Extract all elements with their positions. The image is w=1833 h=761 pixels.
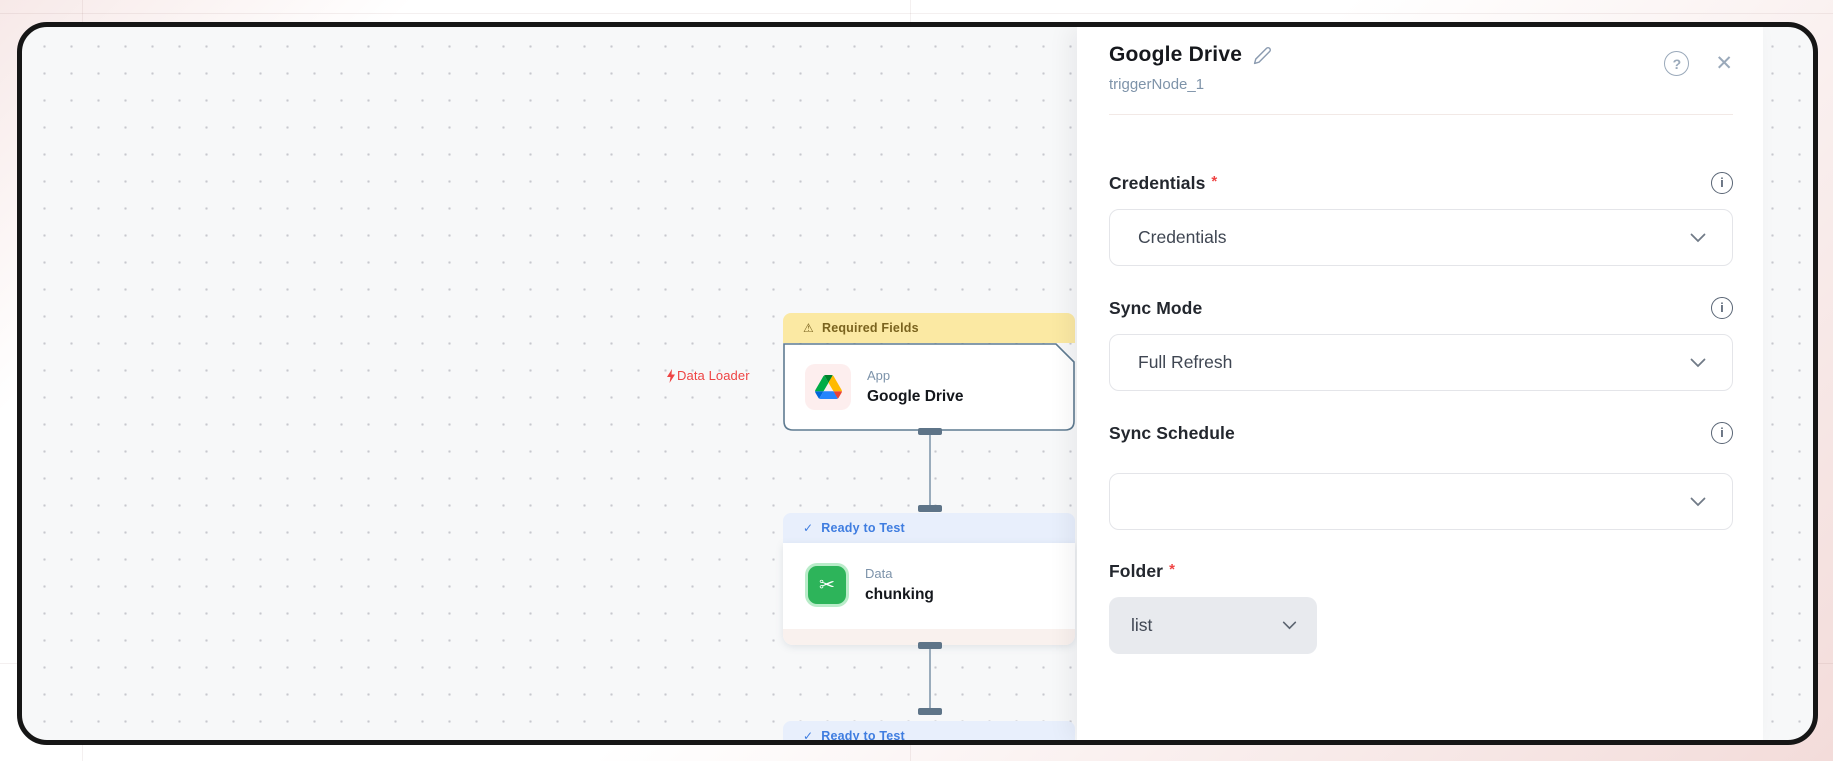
node-category: App [867, 368, 891, 383]
node-card-outline [783, 343, 1075, 431]
connector-handle[interactable] [918, 642, 942, 649]
field-sync-schedule: Sync Schedule i [1109, 422, 1733, 530]
edit-pencil-icon[interactable] [1253, 46, 1272, 65]
folder-select[interactable]: list [1109, 597, 1317, 654]
node-google-drive[interactable]: ⚠ Required Fields [783, 313, 1075, 431]
node-category: Data [865, 566, 893, 581]
check-icon: ✓ [803, 729, 814, 743]
background-grid-line [0, 13, 1833, 14]
field-folder: Folder * list [1109, 561, 1733, 654]
close-icon[interactable]: ✕ [1715, 52, 1733, 75]
required-marker: * [1211, 172, 1218, 190]
node-bottom-partial[interactable]: ✓ Ready to Test [783, 721, 1075, 743]
info-icon[interactable]: i [1711, 172, 1733, 194]
node-title: chunking [865, 586, 934, 603]
required-marker: * [1169, 561, 1175, 578]
connector-line [929, 646, 931, 711]
node-id-label: triggerNode_1 [1109, 76, 1205, 93]
info-icon[interactable]: i [1711, 297, 1733, 319]
select-value: Credentials [1138, 227, 1227, 247]
connector-handle[interactable] [918, 708, 942, 715]
chevron-down-icon [1690, 497, 1706, 506]
field-label: Sync Schedule [1109, 422, 1235, 443]
field-sync-mode: Sync Mode i Full Refresh [1109, 297, 1733, 391]
chevron-down-icon [1282, 621, 1297, 630]
badge-label: Required Fields [821, 321, 919, 335]
field-label: Folder [1109, 561, 1164, 581]
edge-label-text: Data Loader [677, 368, 750, 383]
chevron-down-icon [1690, 358, 1706, 367]
google-drive-icon [805, 364, 851, 410]
warning-icon: ⚠ [803, 321, 814, 335]
required-fields-badge: ⚠ Required Fields [783, 313, 1075, 343]
sync-schedule-select[interactable] [1109, 473, 1733, 530]
scissors-icon: ✂ [808, 566, 846, 604]
connector-handle[interactable] [918, 505, 942, 512]
chunking-icon-ring: ✂ [805, 563, 849, 607]
node-chunking[interactable]: ✓ Ready to Test ✂ Data chunking [783, 513, 1075, 645]
node-card-chunking[interactable]: ✂ Data chunking [783, 543, 1075, 645]
info-icon[interactable]: i [1711, 422, 1733, 444]
node-card-google-drive[interactable]: App Google Drive [783, 343, 1075, 431]
select-value: list [1131, 615, 1153, 635]
connector-line [929, 431, 931, 508]
lightning-icon [667, 368, 675, 383]
ready-to-test-badge: ✓ Ready to Test [783, 721, 1075, 743]
workflow-canvas[interactable]: Data Loader ⚠ Required Fields [17, 22, 1818, 745]
node-properties-panel: Google Drive triggerNode_1 ? ✕ [1077, 27, 1763, 740]
edge-label-data-loader[interactable]: Data Loader [666, 368, 750, 383]
header-divider [1109, 114, 1733, 115]
ready-to-test-badge: ✓ Ready to Test [783, 513, 1075, 543]
credentials-select[interactable]: Credentials [1109, 209, 1733, 266]
panel-title: Google Drive [1109, 43, 1243, 66]
sync-mode-select[interactable]: Full Refresh [1109, 334, 1733, 391]
check-icon: ✓ [803, 521, 814, 535]
node-title: Google Drive [867, 388, 964, 405]
chevron-down-icon [1690, 233, 1706, 242]
field-credentials: Credentials * i Credentials [1109, 172, 1733, 266]
badge-label: Ready to Test [821, 729, 905, 743]
connector-handle[interactable] [918, 428, 942, 435]
badge-label: Ready to Test [821, 521, 905, 535]
field-label: Credentials [1109, 172, 1206, 193]
help-icon[interactable]: ? [1664, 51, 1690, 76]
field-label: Sync Mode [1109, 297, 1203, 318]
node-footer-strip [783, 629, 1075, 645]
select-value: Full Refresh [1138, 352, 1233, 372]
